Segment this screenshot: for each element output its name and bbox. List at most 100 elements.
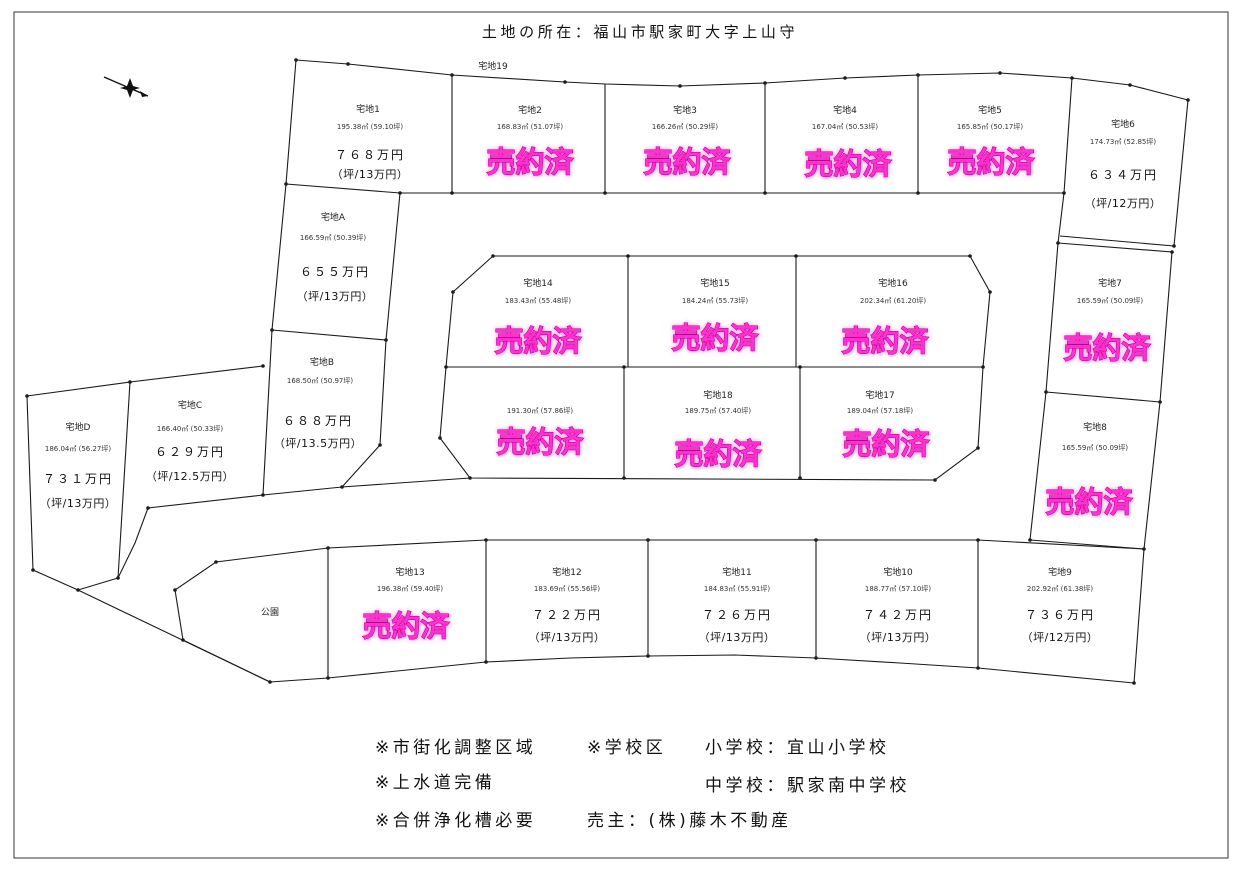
lot-unit-price: （坪/13万円） (529, 631, 606, 644)
lot-area: 184.83㎡ (55.91坪) (704, 585, 770, 593)
boundary-point (814, 538, 818, 542)
lot-7: 宅地7 165.59㎡ (50.09坪) 売約済 (1063, 277, 1152, 366)
note-seller: 売主：(株)藤木不動産 (587, 811, 792, 831)
boundary-point (1158, 400, 1162, 404)
boundary-point (976, 446, 980, 450)
boundary-point (843, 76, 847, 80)
boundary-point (998, 71, 1002, 75)
north-boundary (295, 59, 1189, 101)
sold-badge: 売約済 (494, 324, 582, 358)
lot-area: 167.04㎡ (50.53坪) (812, 123, 878, 131)
lot-name: 宅地12 (552, 566, 581, 578)
boundary-point (340, 485, 344, 489)
sold-badge: 売約済 (804, 147, 892, 181)
lot-15: 宅地15 184.24㎡ (55.73坪) 売約済 (671, 277, 760, 356)
boundary-point (916, 73, 920, 77)
boundary-point (622, 365, 626, 369)
lot-unit-price: （坪/12.5万円） (146, 470, 234, 483)
boundary-point (384, 338, 388, 342)
lot-area: 168.50㎡ (50.97坪) (287, 377, 353, 385)
lot-name: 宅地11 (722, 566, 751, 578)
boundary-point (173, 588, 177, 592)
lot-name: 宅地4 (833, 104, 857, 116)
note-junior-high: 中学校：駅家南中学校 (705, 776, 910, 796)
lot-name: 宅地15 (700, 277, 729, 289)
boundary-point (444, 365, 448, 369)
sold-badge: 売約済 (362, 609, 450, 643)
lot-name: 宅地6 (1111, 118, 1135, 130)
lot-price: ７２６万円 (702, 608, 772, 622)
lot-area: 168.83㎡ (51.07坪) (497, 123, 563, 131)
lot-price: ７３６万円 (1025, 608, 1095, 622)
lot-13: 宅地13 196.38㎡ (59.40坪) 売約済 (362, 566, 451, 644)
lot-unit-price: （坪/13万円） (332, 168, 409, 181)
lot-price: ６３４万円 (1088, 168, 1158, 182)
lot-area: 183.43㎡ (55.48坪) (505, 297, 571, 305)
lot-b: 宅地B 168.50㎡ (50.97坪) ６８８万円 （坪/13.5万円） (274, 356, 362, 450)
lot-14: 宅地14 183.43㎡ (55.48坪) 売約済 (494, 277, 583, 359)
boundary-point (214, 560, 218, 564)
boundary-point (294, 58, 298, 62)
lot-name: 宅地9 (1048, 566, 1072, 578)
lot-name: 宅地D (66, 421, 91, 433)
lot-name: 宅地2 (518, 104, 542, 116)
lot-price: ７４２万円 (863, 608, 933, 622)
lot-a: 宅地A 166.59㎡ (50.39坪) ６５５万円 （坪/13万円） (297, 211, 373, 303)
boundary-point (146, 506, 150, 510)
sold-badge: 売約済 (496, 425, 584, 459)
lot-area: 166.59㎡ (50.39坪) (300, 234, 366, 242)
boundary-point (933, 478, 937, 482)
lot-name: 宅地5 (978, 104, 1002, 116)
boundary-point (678, 84, 682, 88)
lot-d: 宅地D 186.04㎡ (56.27坪) ７３１万円 （坪/13万円） (40, 421, 117, 510)
lot1-left-edge (262, 59, 297, 496)
boundary-point (450, 73, 454, 77)
boundary-point (326, 546, 330, 550)
lot-area: 174.73㎡ (52.85坪) (1090, 138, 1156, 146)
boundary-point (981, 365, 985, 369)
lot-name: 宅地14 (523, 277, 553, 289)
lot-c: 宅地C 166.40㎡ (50.33坪) ６２９万円 （坪/12.5万円） (146, 399, 234, 483)
lot-area: 202.92㎡ (61.38坪) (1027, 585, 1093, 593)
lot-3: 宅地3 166.26㎡ (50.29坪) 売約済 (643, 104, 732, 180)
lot-unnamed: 191.30㎡ (57.86坪) 売約済 (496, 407, 585, 460)
boundary-point (1062, 191, 1066, 195)
note-water: ※上水道完備 (375, 773, 495, 793)
lot-6: 宅地6 174.73㎡ (52.85坪) ６３４万円 （坪/12万円） (1085, 118, 1161, 210)
boundary-point (398, 191, 402, 195)
lot-name: 宅地B (310, 356, 334, 368)
boundary-point (1142, 547, 1146, 551)
boundary-point (916, 191, 920, 195)
lot-price: ７６８万円 (335, 148, 405, 162)
lot-name: 宅地1 (356, 103, 380, 115)
boundary-point (491, 254, 495, 258)
boundary-point (968, 254, 972, 258)
boundary-point (626, 254, 630, 258)
sold-badge: 売約済 (486, 145, 574, 179)
boundary-point (1186, 98, 1190, 102)
boundary-point (1132, 681, 1136, 685)
lot-5: 宅地5 165.85㎡ (50.17坪) 売約済 (947, 104, 1036, 180)
boundary-point (346, 62, 350, 66)
boundary-point (268, 680, 272, 684)
boundary-point (261, 364, 265, 368)
boundary-point (128, 380, 132, 384)
lot-name: 宅地17 (865, 389, 894, 401)
lotA-right-edge (341, 192, 401, 488)
lot-unit-price: （坪/13万円） (860, 631, 937, 644)
lot-unit-price: （坪/13万円） (40, 497, 117, 510)
boundary-point (1170, 250, 1174, 254)
lot-17: 宅地17 189.04㎡ (57.18坪) 売約済 (842, 389, 931, 462)
lot-12: 宅地12 183.69㎡ (55.56坪) ７２２万円 （坪/13万円） (529, 566, 606, 644)
boundary-points (25, 58, 1190, 685)
lot-area: 186.04㎡ (56.27坪) (45, 445, 111, 453)
lot-name: 宅地3 (673, 104, 697, 116)
lot-name: 宅地16 (878, 277, 908, 289)
lot-name: 宅地18 (703, 389, 733, 401)
lot-name: 宅地7 (1098, 277, 1122, 289)
lot-area: 196.38㎡ (59.40坪) (377, 585, 443, 593)
boundary-point (763, 191, 767, 195)
lot-16: 宅地16 202.34㎡ (61.20坪) 売約済 (841, 277, 930, 359)
lot-area: 183.69㎡ (55.56坪) (534, 585, 600, 593)
